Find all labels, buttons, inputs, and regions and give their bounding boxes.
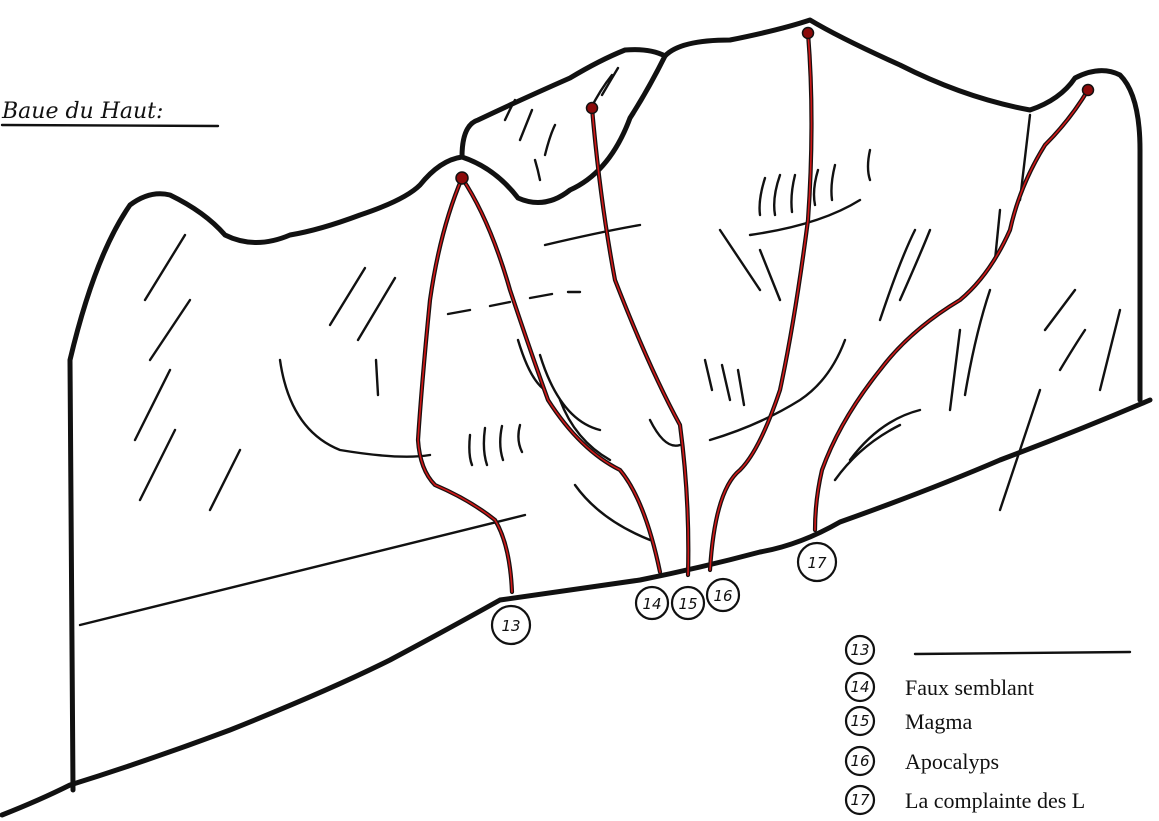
route-16-line <box>710 33 812 570</box>
route-marker-17: 17 <box>798 543 836 581</box>
title-underline <box>2 125 218 126</box>
svg-text:16: 16 <box>713 587 732 605</box>
svg-text:17: 17 <box>807 554 827 572</box>
route-marker-15: 15 <box>672 587 704 619</box>
svg-text:Magma: Magma <box>905 709 972 734</box>
svg-text:16: 16 <box>850 752 869 770</box>
svg-text:La complainte des L: La complainte des L <box>905 788 1085 813</box>
route-marker-13: 13 <box>492 606 530 644</box>
legend-item-16: 16 Apocalyps <box>846 747 999 775</box>
anchor-14 <box>587 103 598 114</box>
route-marker-14: 14 <box>636 587 668 619</box>
crag-title: Baue du Haut: <box>1 99 163 124</box>
legend-item-17: 17 La complainte des L <box>846 786 1085 814</box>
svg-text:13: 13 <box>850 641 869 659</box>
legend-item-15: 15 Magma <box>846 707 972 735</box>
legend-item-14: 14 Faux semblant <box>846 673 1034 701</box>
svg-text:13: 13 <box>501 617 520 635</box>
upper-block-outline <box>462 50 665 157</box>
route-legend: 13 14 Faux semblant 15 Magma 16 Apocalyp… <box>846 636 1130 814</box>
anchor-17 <box>1083 85 1094 96</box>
svg-text:14: 14 <box>850 678 869 696</box>
anchor-13 <box>456 172 468 184</box>
legend-item-13: 13 <box>846 636 1130 664</box>
svg-text:Apocalyps: Apocalyps <box>905 749 999 774</box>
svg-text:15: 15 <box>850 712 869 730</box>
anchor-16 <box>803 28 814 39</box>
route-17-line <box>815 90 1088 530</box>
svg-text:Faux semblant: Faux semblant <box>905 675 1034 700</box>
svg-text:17: 17 <box>850 791 870 809</box>
svg-text:14: 14 <box>642 595 661 613</box>
route-marker-16: 16 <box>707 579 739 611</box>
svg-text:15: 15 <box>678 595 697 613</box>
ledge-line <box>80 515 525 625</box>
